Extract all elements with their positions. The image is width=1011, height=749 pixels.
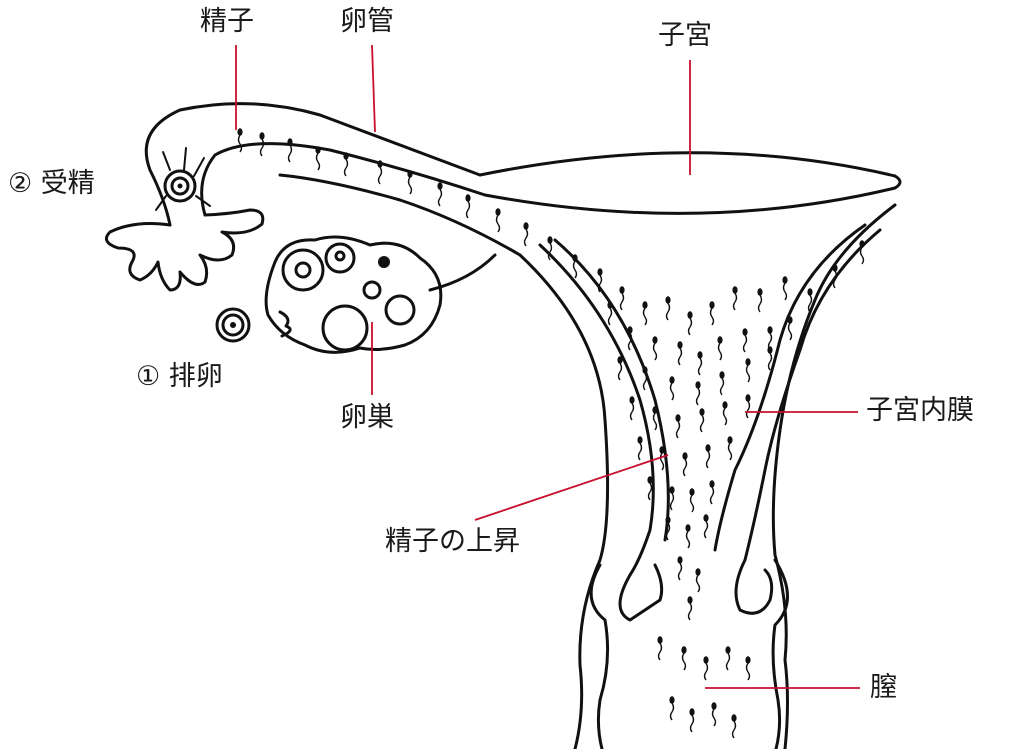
label-sperm: 精子 <box>200 8 254 35</box>
sperm-cell <box>687 596 692 620</box>
endometrium-left <box>555 240 668 540</box>
ovary-follicle-1 <box>283 250 323 290</box>
uterus-fundus-tip <box>895 176 900 188</box>
ovary-follicle-4 <box>323 306 367 350</box>
sperm-cell <box>495 208 500 232</box>
ovary-follicle-1-core <box>296 263 310 277</box>
sperm-cell <box>731 714 736 738</box>
sperm-cell <box>717 336 722 360</box>
sperm-cell <box>669 376 674 400</box>
leader-line-oviduct <box>372 45 375 132</box>
ovary-follicle-5 <box>386 296 414 324</box>
label-uterus: 子宮 <box>658 22 712 49</box>
sperm-cell <box>697 351 702 375</box>
sperm-cell <box>407 170 412 194</box>
sperm-cell <box>677 556 682 580</box>
sperm-cell <box>675 414 680 438</box>
label-ovulation: ① 排卵 <box>136 363 223 390</box>
sperm-cell <box>719 371 724 395</box>
ovary-follicle-2-core <box>336 252 344 260</box>
sperm-cell <box>642 301 647 325</box>
sperm-cell <box>637 436 642 460</box>
sperm-cell <box>745 394 750 418</box>
sperm-cell <box>787 316 792 340</box>
sperm-cell <box>745 358 750 382</box>
ovary-follicle-2 <box>326 244 354 272</box>
sperm-cell <box>725 646 730 670</box>
sperm-cell <box>703 514 708 538</box>
sperm-cell <box>732 286 737 310</box>
sperm-cell <box>705 444 710 468</box>
label-fertilization: ② 受精 <box>8 170 95 197</box>
sperm-cell <box>745 656 750 680</box>
sperm-cell <box>607 301 612 325</box>
sperm-cell <box>709 480 714 504</box>
leader-line-sperm-ascent <box>475 455 668 520</box>
sperm-cell <box>652 336 657 360</box>
endometrium-right <box>715 225 865 550</box>
sperm-cell <box>465 194 470 218</box>
sperm-cell <box>682 452 687 476</box>
sperm-cell <box>687 311 692 335</box>
oviduct-inner <box>202 144 485 215</box>
sperm-cells <box>237 128 864 738</box>
sperm-cell <box>859 240 864 264</box>
oviduct-outer <box>146 104 480 225</box>
sperm-cell <box>689 708 694 732</box>
label-endometrium: 子宮内膜 <box>866 397 974 424</box>
sperm-cell <box>722 401 727 425</box>
sperm-cell <box>711 702 716 726</box>
sperm-cell <box>677 341 682 365</box>
label-sperm-ascent: 精子の上昇 <box>385 528 520 555</box>
oviduct-lower <box>280 175 520 255</box>
label-oviduct: 卵管 <box>340 8 394 35</box>
sperm-cell <box>572 254 577 278</box>
sperm-cell <box>665 296 670 320</box>
sperm-cell <box>523 222 528 246</box>
sperm-cell <box>669 696 674 720</box>
sperm-cell <box>695 568 700 592</box>
sperm-cell <box>695 381 700 405</box>
sperm-cell <box>782 276 787 300</box>
sperm-cell <box>727 436 732 460</box>
cervix-left-fold <box>620 565 662 620</box>
sperm-cell <box>287 138 292 162</box>
cervix-right-fold <box>736 560 772 613</box>
fimbriae <box>106 210 262 290</box>
sperm-cell <box>437 182 442 206</box>
sperm-cell <box>377 160 382 184</box>
sperm-cell <box>652 406 657 430</box>
sperm-cell <box>685 524 690 548</box>
sperm-cell <box>669 486 674 510</box>
sperm-cell <box>681 646 686 670</box>
uterus-fundus-inner <box>485 188 895 213</box>
sperm-cell <box>699 408 704 432</box>
label-ovary: 卵巣 <box>340 404 394 431</box>
sperm-cell <box>237 128 242 152</box>
sperm-cell <box>742 328 747 352</box>
sperm-cell <box>657 636 662 660</box>
sperm-cell <box>642 366 647 390</box>
ovary-follicle-3 <box>364 282 380 298</box>
sperm-cell <box>757 288 762 312</box>
label-vagina: 膣 <box>870 674 897 701</box>
sperm-cell <box>689 488 694 512</box>
sperm-cell <box>315 146 320 170</box>
uterus-left-outer-wall <box>520 255 608 749</box>
sperm-cell <box>709 301 714 325</box>
sperm-cell <box>629 396 634 420</box>
leader-lines <box>236 45 860 688</box>
sperm-cell <box>619 286 624 310</box>
sperm-cell <box>703 656 708 680</box>
sperm-cell <box>617 356 622 380</box>
vagina-left-wall <box>591 565 607 749</box>
uterus-fundus-outline <box>480 153 895 176</box>
sperm-cell <box>343 152 348 176</box>
